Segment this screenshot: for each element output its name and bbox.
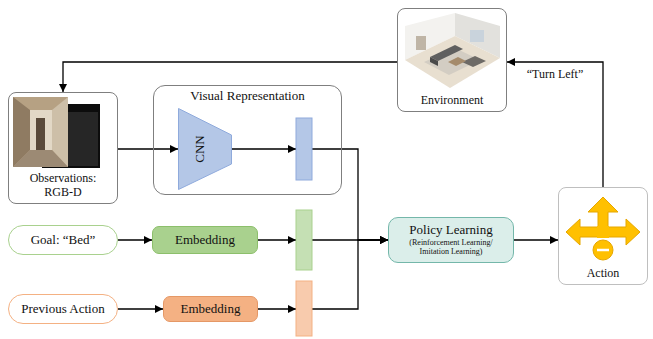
action-arrow	[597, 226, 609, 238]
connector-arrow	[507, 62, 603, 187]
room-window	[470, 30, 484, 42]
connector-arrow	[258, 240, 388, 309]
room-sofa	[462, 56, 486, 67]
edge-label: “Turn Left”	[525, 68, 586, 82]
arrow-head	[288, 236, 296, 244]
hallway-floor	[13, 150, 68, 167]
hallway-end	[30, 110, 52, 150]
node-label: Previous Action	[21, 302, 104, 317]
observation-panel: Observations: RGB-D	[8, 92, 118, 204]
node-label: Embedding	[175, 233, 235, 248]
room-sofa	[430, 57, 438, 66]
arrow-head	[288, 145, 296, 153]
arrow-head	[288, 305, 296, 313]
feature-vector	[296, 281, 312, 336]
action-panel: Action	[558, 187, 648, 285]
node-label: Embedding	[181, 302, 241, 317]
action-arrow	[608, 219, 640, 245]
feature-vector	[296, 118, 312, 180]
node-label: Policy Learning	[409, 223, 492, 238]
module-box: Visual RepresentationCNN	[153, 85, 342, 195]
node-label: (Reinforcement Learning/ Imitation Learn…	[395, 238, 507, 256]
connector-arrow	[63, 62, 397, 92]
node-label: Goal: “Bed”	[31, 233, 96, 248]
node-label: Observations: RGB-D	[23, 172, 103, 200]
node-label: Environment	[421, 94, 484, 108]
connector-arrow	[514, 239, 558, 240]
environment-panel: Environment	[397, 8, 507, 112]
room-table	[448, 57, 466, 66]
connector-arrow	[118, 148, 178, 149]
stop-symbol	[593, 240, 613, 260]
depth-shade	[68, 112, 98, 166]
input-box: Goal: “Bed”	[8, 225, 118, 255]
cnn-encoder: CNN	[178, 108, 232, 190]
connector-group	[63, 62, 603, 309]
connector-arrow	[118, 239, 152, 240]
action-arrow	[566, 219, 598, 245]
feature-vector	[296, 210, 312, 270]
room-shelf	[416, 36, 426, 50]
node-label: Action	[587, 267, 620, 281]
embedding-box: Embedding	[152, 226, 258, 254]
room-floor	[405, 36, 500, 88]
hallway-door	[36, 118, 45, 150]
rgb-image	[13, 97, 68, 167]
cnn-trapezoid	[179, 109, 232, 190]
node-label: CNN	[193, 135, 208, 162]
connector-arrow	[118, 308, 163, 309]
stop-symbol	[597, 249, 609, 252]
node-label: Visual Representation	[190, 89, 304, 104]
policy-box: Policy Learning(Reinforcement Learning/ …	[388, 217, 514, 263]
embedding-box: Embedding	[163, 296, 258, 322]
input-box: Previous Action	[8, 294, 118, 324]
